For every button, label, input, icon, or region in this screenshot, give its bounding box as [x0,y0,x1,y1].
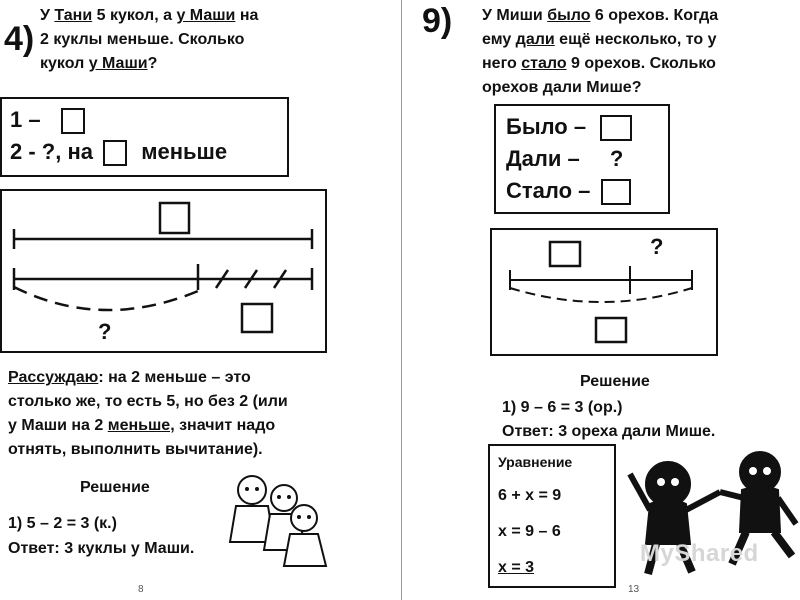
problem-9-text: У Миши было 6 орехов. Когда ему дали ещё… [482,7,719,96]
segment-diagram-left: ? [0,189,327,353]
diagram-question-mark: ? [98,319,112,344]
short-record-line-1: 1 – [10,107,85,135]
equation-line-3: х = 3 [498,559,535,576]
segment-diagram-drawing [509,240,693,344]
segment-diagram-right: ? [490,228,718,356]
solution-title-left: Решение [80,479,150,496]
problem-number-4: 4) [4,20,35,58]
empty-answer-box [600,115,633,142]
equation-line-1: 6 + х = 9 [498,487,562,504]
table-row-given: Дали – ? [506,146,624,171]
table-row-was: Было – [506,114,633,142]
page-divider [401,0,402,600]
problem-4-text: У Тани 5 кукол, а у Маши на 2 куклы мень… [40,7,259,72]
page-number-left: 8 [138,584,144,595]
solution-step-left: 1) 5 – 2 = 3 (к.) [8,515,117,532]
equation-title: Уравнение [498,454,573,470]
solution-title-right: Решение [580,373,650,390]
diagram-question-mark: ? [650,234,664,259]
empty-answer-box [103,140,128,167]
short-record-table: Было – Дали – ? Стало – [494,104,670,214]
problem-number-9: 9) [422,2,453,40]
empty-answer-box [60,108,85,135]
short-record-line-2: 2 - ?, на меньше [10,139,227,167]
watermark-text: MyShared [640,540,759,567]
page-number-right: 13 [628,584,640,595]
reasoning-text: Рассуждаю: на 2 меньше – это столько же,… [8,369,288,458]
solution-step-right: 1) 9 – 6 = 3 (ор.) [502,399,623,416]
answer-right: Ответ: 3 ореха дали Мише. [502,423,716,440]
answer-left: Ответ: 3 куклы у Маши. [8,540,195,557]
equation-box: Уравнение 6 + х = 9 х = 9 – 6 х = 3 [488,444,616,588]
segment-diagram-drawing [12,201,314,334]
kids-illustration [627,451,799,576]
short-record-box: 1 – 2 - ?, на меньше [0,97,289,177]
dolls-illustration [228,475,328,567]
empty-answer-box [600,179,631,206]
table-row-became: Стало – [506,178,631,206]
equation-line-2: х = 9 – 6 [498,523,561,540]
